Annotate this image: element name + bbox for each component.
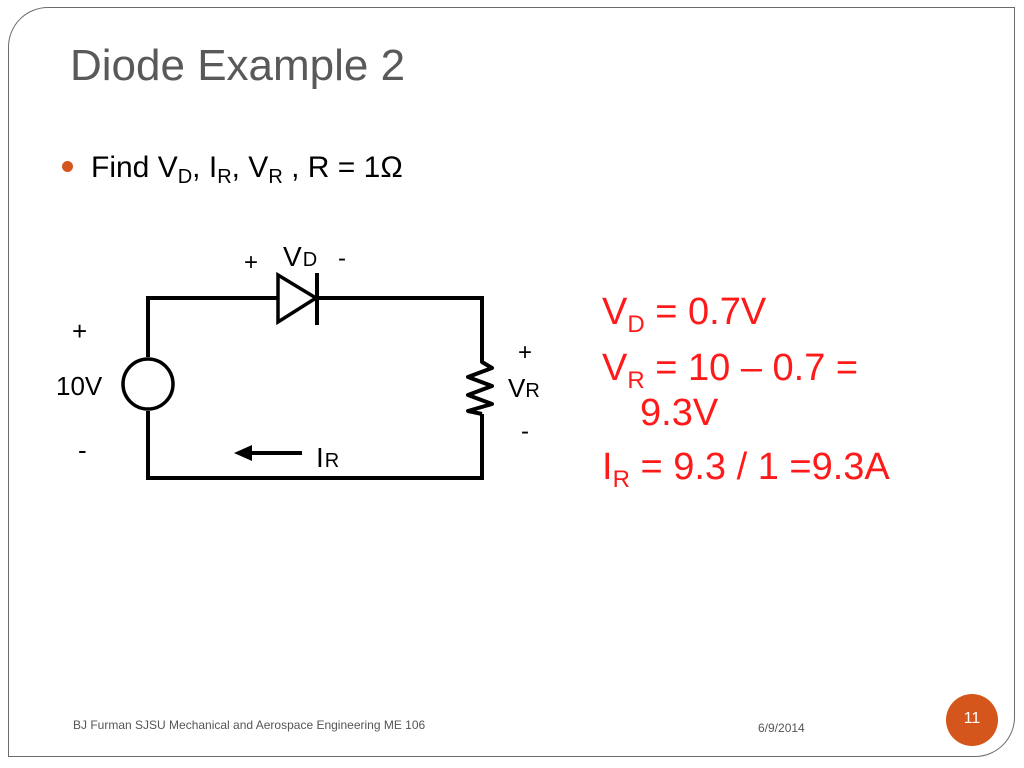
- result-ir-sub: R: [612, 465, 630, 493]
- source-minus-label: -: [78, 435, 87, 465]
- bullet-find-line: Find VD, IR, VR , R = 1Ω: [62, 148, 403, 188]
- result-vr-sub: R: [627, 366, 645, 394]
- footer-date: 6/9/2014: [758, 721, 805, 735]
- top-left-wire: [146, 296, 278, 357]
- result-ir: IR = 9.3 / 1 =9.3A: [602, 445, 890, 493]
- results-block: VD = 0.7V VR = 10 – 0.7 = 9.3V IR = 9.3 …: [602, 290, 890, 493]
- resistor-plus-label: +: [518, 339, 532, 366]
- result-vd-main: V: [602, 291, 628, 333]
- result-vr-continuation: 9.3V: [640, 392, 719, 435]
- bullet-ir-sub: R: [217, 166, 232, 188]
- result-vr-main: V: [602, 346, 628, 389]
- slide-title: Diode Example 2: [70, 41, 406, 90]
- result-vr: VR = 10 – 0.7 =: [602, 346, 890, 394]
- diode-plus-label: +: [244, 249, 258, 276]
- result-vd-sub: D: [627, 311, 645, 338]
- resistor-minus-label: -: [521, 418, 529, 445]
- current-ir-label: IR: [316, 442, 339, 473]
- result-vr-value: = 10 – 0.7 =: [644, 346, 859, 389]
- bullet-dot-icon: [62, 160, 73, 172]
- source-value-label: 10V: [56, 371, 103, 401]
- resistor-icon: [466, 356, 494, 416]
- source-plus-label: +: [72, 316, 87, 346]
- result-ir-value: = 9.3 / 1 =9.3A: [629, 445, 890, 488]
- voltage-source-icon: [121, 357, 175, 411]
- diode-minus-label: -: [338, 245, 346, 272]
- slide-frame: [8, 7, 1015, 757]
- bottom-wire: [146, 411, 484, 480]
- footer-text: BJ Furman SJSU Mechanical and Aerospace …: [73, 718, 426, 732]
- resistor-vr-label: VR: [508, 373, 540, 403]
- diode-icon: [276, 271, 320, 326]
- bullet-vd-sub: D: [177, 166, 193, 188]
- bullet-sep1: , I: [192, 151, 218, 184]
- page-number-badge: 11: [946, 694, 998, 746]
- result-vd: VD = 0.7V: [602, 290, 890, 338]
- current-arrow-icon: [234, 445, 302, 461]
- bullet-sep2: , V: [231, 151, 269, 184]
- result-ir-main: I: [602, 445, 613, 488]
- result-vd-value: = 0.7V: [644, 291, 767, 333]
- bullet-suffix: , R = 1Ω: [282, 151, 403, 184]
- bullet-find-prefix: Find V: [91, 151, 178, 184]
- bullet-vr-sub: R: [268, 166, 283, 188]
- top-right-wire: [318, 296, 484, 356]
- diode-vd-label: VD: [283, 241, 317, 272]
